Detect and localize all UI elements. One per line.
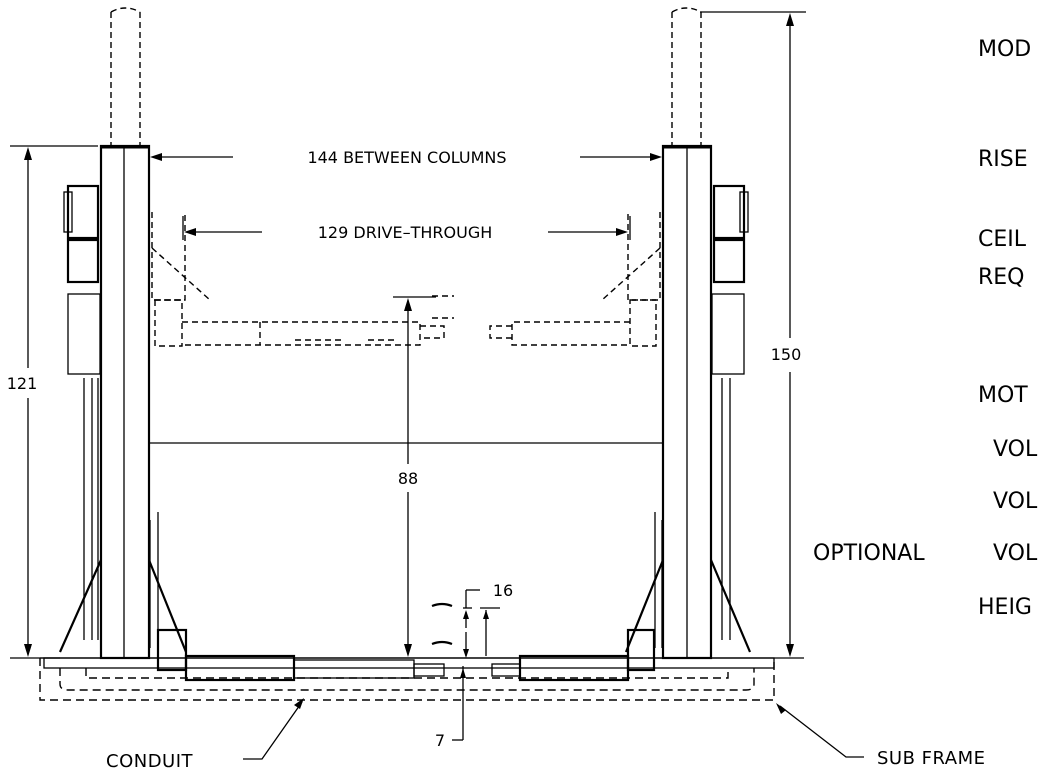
dim-rise-label: 88	[398, 469, 418, 488]
spec-model-label: MOD	[978, 37, 1031, 62]
left-raised-arm	[151, 212, 454, 347]
spec-optional-label: OPTIONAL	[813, 541, 925, 566]
spec-voltage-label-2: VOL	[993, 489, 1038, 514]
spec-motor-label: MOT	[978, 383, 1028, 408]
right-column	[624, 144, 752, 660]
right-column-extension	[671, 7, 702, 146]
sub-frame-label: SUB FRAME	[877, 748, 986, 769]
dim-subframe-depth-label: 7	[435, 731, 445, 750]
spec-ceiling-label: CEIL	[978, 227, 1027, 252]
dim-max-height-label: 150	[771, 345, 802, 364]
right-lowered-arm	[491, 628, 656, 682]
dim-subframe-depth	[452, 666, 466, 741]
left-column-extension	[110, 7, 141, 146]
dim-drive-through-label: 129 DRIVE–THROUGH	[318, 223, 493, 242]
conduit-label: CONDUIT	[106, 751, 194, 772]
right-raised-arm	[489, 212, 661, 347]
dim-low-pad-label: 16	[493, 581, 513, 600]
spec-rise-label: RISE	[978, 147, 1028, 172]
dim-drive-through	[182, 216, 631, 240]
spec-optional-voltage-label: VOL	[993, 541, 1038, 566]
spec-height-label: HEIG	[978, 595, 1032, 620]
dim-between-columns	[150, 153, 662, 161]
dim-low-pad	[463, 589, 500, 658]
spec-ceiling-label-2: REQ	[978, 265, 1025, 290]
dim-column-height-label: 121	[7, 374, 38, 393]
dim-max-height	[700, 11, 806, 657]
right-power-unit	[711, 184, 749, 640]
sub-frame	[39, 657, 804, 701]
sub-frame-leader	[776, 703, 864, 758]
dim-column-height	[10, 145, 98, 659]
left-power-unit	[63, 184, 101, 640]
conduit-leader	[243, 698, 304, 760]
dim-rise	[393, 296, 436, 657]
spec-voltage-label: VOL	[993, 437, 1038, 462]
dim-between-columns-label: 144 BETWEEN COLUMNS	[307, 148, 506, 167]
left-column	[58, 144, 188, 660]
